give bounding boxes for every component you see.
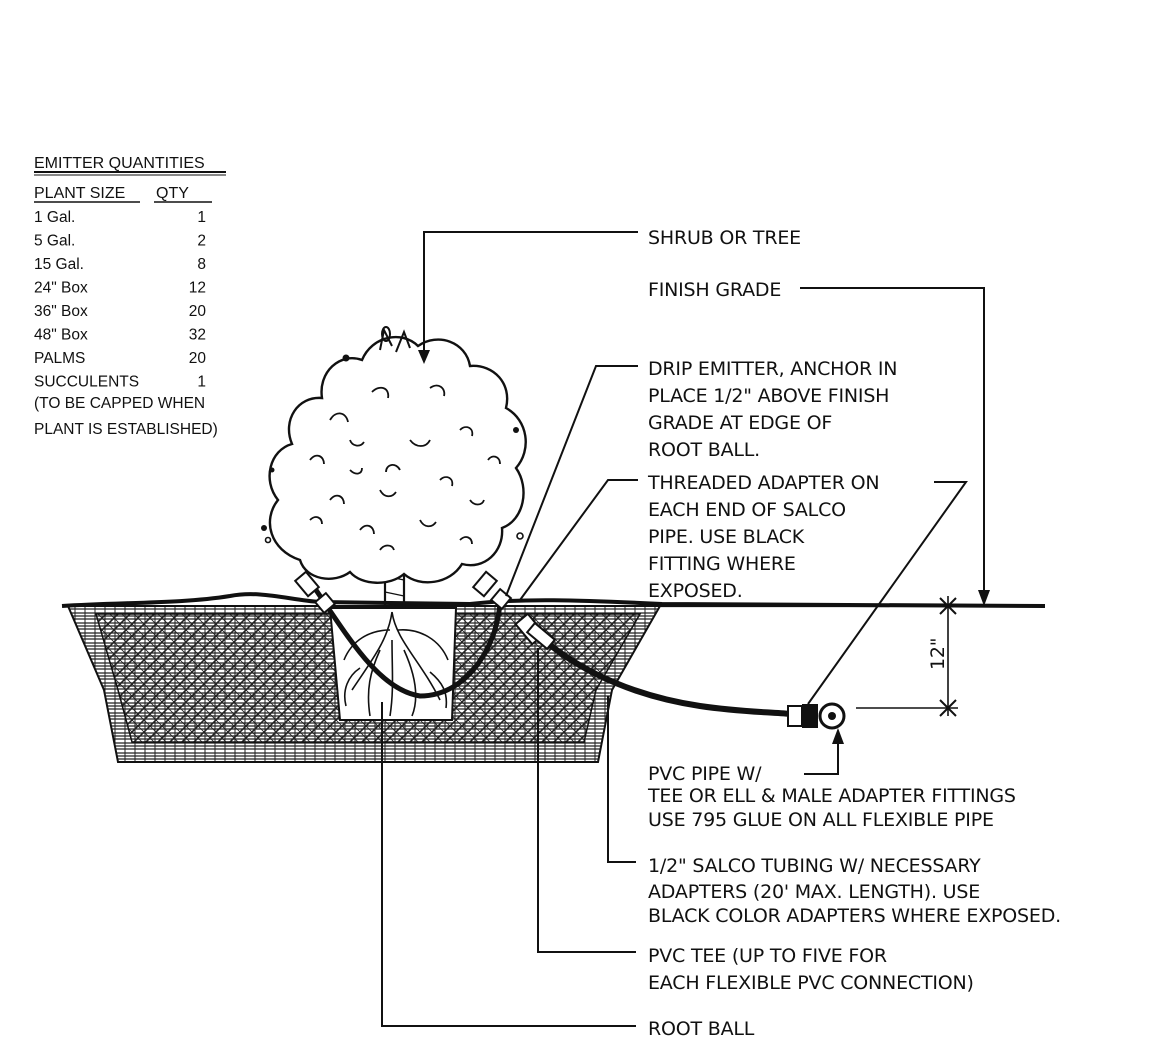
callout-labels: SHRUB OR TREE FINISH GRADE DRIP EMITTER,… [647,227,1061,1037]
drip-tubing [313,588,791,717]
root-ball [328,607,458,721]
table-cell-qty: 1 [197,209,206,226]
column-header-plant-size: PLANT SIZE [34,185,125,202]
label-adapter-1: THREADED ADAPTER ON [647,472,879,494]
table-title: EMITTER QUANTITIES [34,155,205,172]
label-shrub-or-tree: SHRUB OR TREE [648,227,801,249]
leader-lines [381,231,990,1027]
pvc-pipe-fitting [787,702,846,730]
emitter-quantities-table: EMITTER QUANTITIES PLANT SIZE QTY 1 Gal.… [34,155,226,438]
shrub-canopy [261,326,527,584]
depth-dimension: 12" [856,596,958,717]
label-adapter-5: EXPOSED. [648,580,743,602]
table-cell-plant-size: 36" Box [34,303,88,320]
table-cell-qty: 20 [189,350,207,367]
label-pvc-pipe-3: USE 795 GLUE ON ALL FLEXIBLE PIPE [648,809,994,831]
label-pvc-pipe-2: TEE OR ELL & MALE ADAPTER FITTINGS [647,785,1016,807]
table-cell-qty: 8 [197,256,206,273]
label-root-ball: ROOT BALL [648,1018,755,1037]
table-cell-qty: 1 [197,374,206,391]
label-drip-emitter-4: ROOT BALL. [648,439,760,461]
emitter-left [293,570,337,615]
label-salco-3: BLACK COLOR ADAPTERS WHERE EXPOSED. [648,905,1061,927]
label-salco-2: ADAPTERS (20' MAX. LENGTH). USE [648,881,980,903]
label-adapter-4: FITTING WHERE [648,553,796,575]
table-note-line-1: (TO BE CAPPED WHEN [34,395,205,412]
label-drip-emitter-1: DRIP EMITTER, ANCHOR IN [648,358,897,380]
table-cell-plant-size: 15 Gal. [34,256,84,273]
label-pvc-tee-2: EACH FLEXIBLE PVC CONNECTION) [648,972,974,994]
pvc-tee-fitting [514,612,557,651]
table-cell-plant-size: 5 Gal. [34,233,75,250]
table-note-line-2: PLANT IS ESTABLISHED) [34,421,218,438]
label-salco-1: 1/2" SALCO TUBING W/ NECESSARY [648,855,981,877]
label-pvc-tee-1: PVC TEE (UP TO FIVE FOR [648,945,887,967]
label-adapter-2: EACH END OF SALCO [648,499,846,521]
table-cell-plant-size: SUCCULENTS [34,374,139,391]
table-cell-qty: 12 [189,280,206,297]
table-cell-qty: 32 [189,327,206,344]
column-header-qty: QTY [156,185,189,202]
dimension-label: 12" [927,638,949,670]
table-cell-plant-size: 24" Box [34,280,88,297]
label-pvc-pipe-1: PVC PIPE W/ [648,763,762,785]
table-cell-qty: 2 [197,233,206,250]
table-cell-plant-size: 48" Box [34,327,88,344]
label-drip-emitter-3: GRADE AT EDGE OF [648,412,832,434]
table-cell-qty: 20 [189,303,207,320]
label-finish-grade: FINISH GRADE [648,279,781,301]
soil-section [61,592,1046,763]
table-cell-plant-size: PALMS [34,350,85,367]
label-adapter-3: PIPE. USE BLACK [648,526,805,548]
table-cell-plant-size: 1 Gal. [34,209,75,226]
label-drip-emitter-2: PLACE 1/2" ABOVE FINISH [648,385,889,407]
